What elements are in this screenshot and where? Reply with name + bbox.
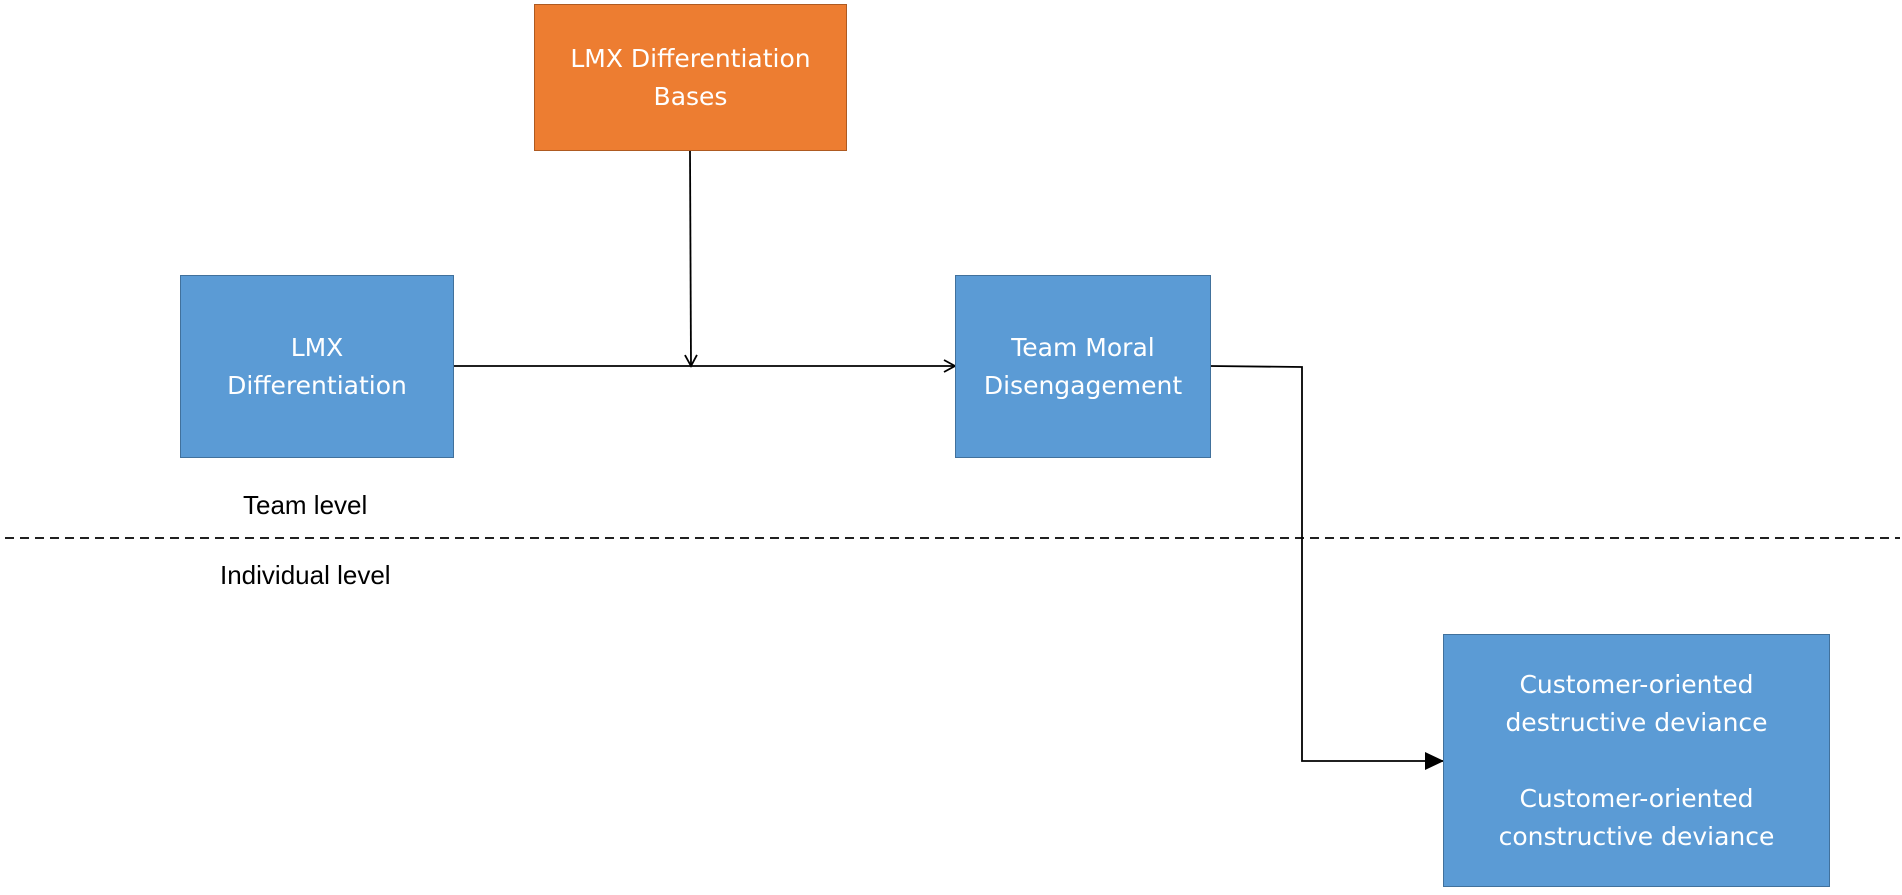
node-label-line: Differentiation (227, 370, 407, 400)
node-team-moral-disengagement: Team Moral Disengagement (955, 275, 1211, 458)
individual-level-label: Individual level (220, 560, 391, 590)
node-label-line: Disengagement (983, 370, 1183, 400)
node-label-line: LMX Differentiation (570, 43, 811, 73)
node-label-line: Customer-oriented (1519, 669, 1754, 699)
arrow-bases-moderation (684, 150, 698, 368)
node-label-line: LMX (290, 332, 344, 362)
node-label-line: destructive deviance (1505, 707, 1768, 737)
node-lmx-differentiation-bases: LMX Differentiation Bases (534, 4, 847, 151)
node-label-line: Customer-oriented (1519, 783, 1754, 813)
node-label-line: Bases (653, 81, 728, 111)
node-label-line: Team Moral (1011, 332, 1155, 362)
arrow-moral-disengagement-to-deviance (1209, 365, 1444, 770)
node-customer-oriented-deviance: Customer-oriented destructive deviance C… (1443, 634, 1830, 887)
team-level-label: Team level (243, 490, 368, 520)
node-label-line: constructive deviance (1498, 821, 1775, 851)
node-lmx-differentiation: LMX Differentiation (180, 275, 454, 458)
